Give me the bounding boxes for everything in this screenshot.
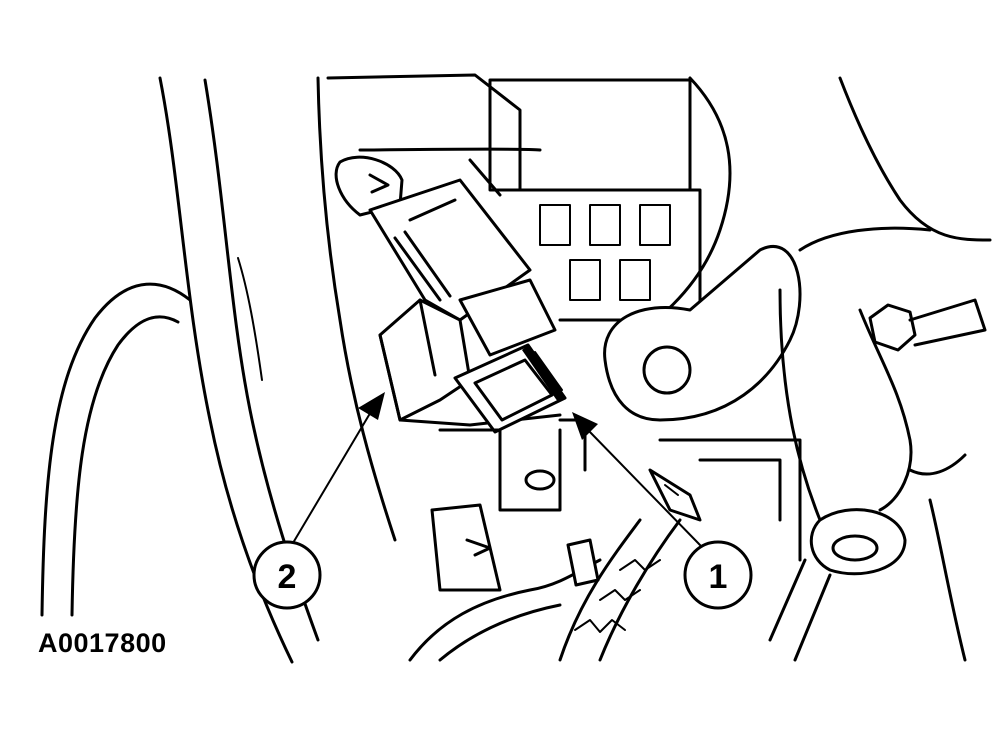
lower-right-assembly	[658, 288, 967, 662]
leader-line-2	[289, 392, 385, 549]
callout-2-number: 2	[278, 558, 297, 596]
sensor-body	[368, 178, 532, 322]
wire-harness-lower	[408, 468, 702, 662]
mounting-bolt	[868, 298, 987, 352]
electrical-plug	[453, 343, 567, 434]
connector-housing	[378, 278, 562, 427]
figure-id-label: A0017800	[38, 628, 167, 658]
pivot-bracket	[603, 245, 802, 422]
wire-harness-left	[40, 282, 192, 617]
upper-right-panel	[613, 76, 992, 347]
leader-line-1	[572, 412, 701, 546]
callout-1-number: 1	[709, 558, 728, 596]
callout-2: 2	[252, 540, 322, 610]
callout-1: 1	[683, 540, 753, 610]
lower-bracket	[430, 418, 587, 592]
